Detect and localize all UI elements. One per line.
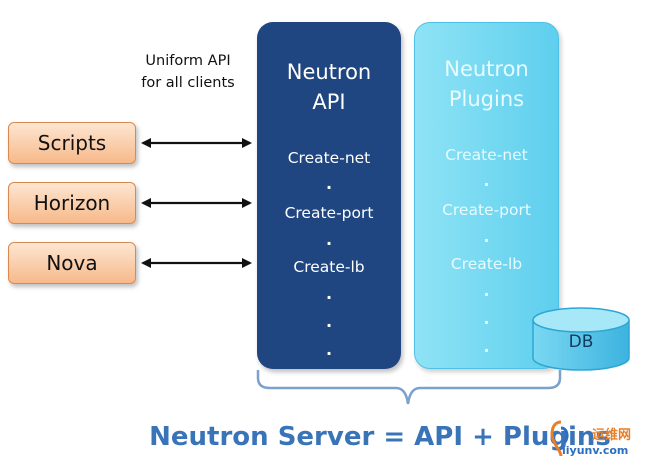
client-scripts-label: Scripts — [37, 131, 107, 155]
brace — [256, 370, 562, 405]
plugins-item-create-lb: Create-lb — [450, 255, 523, 273]
api-item-create-port: Create-port — [284, 204, 374, 222]
plugins-item-create-net: Create-net — [445, 146, 528, 164]
plugins-dot: . — [483, 337, 490, 356]
db-cylinder — [532, 307, 630, 371]
plugins-item-create-port: Create-port — [442, 201, 531, 219]
uniform-api-note-line2: for all clients — [141, 75, 235, 91]
api-dot: . — [325, 284, 333, 303]
plugins-title-line2: Plugins — [448, 87, 525, 111]
api-dot: . — [325, 230, 333, 249]
api-title-line1: Neutron — [286, 60, 372, 84]
client-horizon-label: Horizon — [33, 191, 111, 215]
watermark-logo-icon — [550, 420, 569, 457]
client-horizon: Horizon — [8, 182, 136, 224]
api-dot: . — [325, 340, 333, 359]
plugins-dot: . — [483, 281, 490, 300]
uniform-api-note-line1: Uniform API — [145, 53, 231, 69]
plugins-dot: . — [483, 227, 490, 246]
client-nova: Nova — [8, 242, 136, 284]
api-title-line2: API — [312, 90, 346, 114]
db-label: DB — [568, 332, 594, 352]
neutron-plugins-box: Neutron Plugins Create-net . Create-port… — [414, 22, 559, 369]
plugins-title-line1: Neutron — [444, 57, 529, 81]
plugins-dot: . — [483, 171, 490, 190]
client-scripts: Scripts — [8, 122, 136, 164]
watermark-text: 运维网 — [592, 428, 632, 443]
diagram-caption: Neutron Server = API + Plugins — [149, 422, 611, 452]
plugins-dot: . — [483, 309, 490, 328]
api-item-create-lb: Create-lb — [293, 258, 365, 276]
watermark-url: iiyunv.com — [562, 444, 629, 457]
uniform-api-note: Uniform API for all clients — [118, 50, 258, 94]
neutron-api-box: Neutron API Create-net . Create-port . C… — [257, 22, 401, 369]
client-nova-label: Nova — [46, 251, 98, 275]
api-dot: . — [325, 174, 333, 193]
api-item-create-net: Create-net — [287, 149, 371, 167]
api-dot: . — [325, 312, 333, 331]
